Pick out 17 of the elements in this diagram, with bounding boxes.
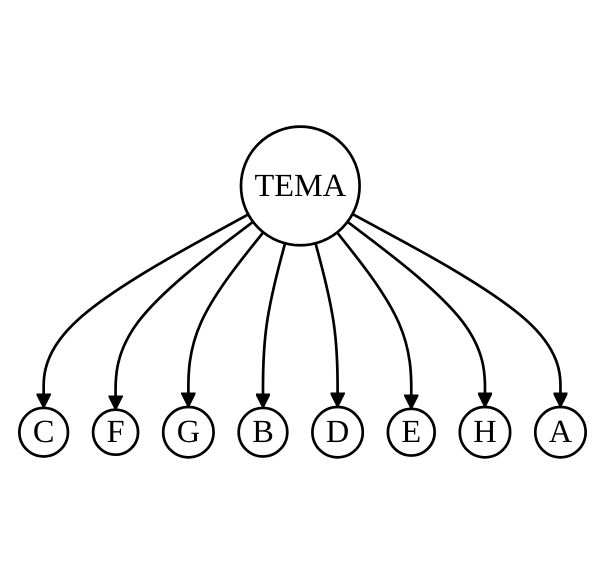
node-circle: H bbox=[458, 405, 512, 458]
arrow bbox=[314, 242, 346, 408]
node-circle: C bbox=[18, 406, 70, 458]
node-circle: F bbox=[92, 408, 140, 456]
node-circle: A bbox=[534, 405, 587, 458]
arrow bbox=[255, 242, 286, 408]
node-circle: B bbox=[237, 406, 289, 458]
arrow bbox=[180, 230, 264, 408]
node-circle: G bbox=[162, 405, 215, 458]
arrow bbox=[346, 220, 493, 408]
arrow bbox=[36, 212, 249, 408]
arrow bbox=[336, 231, 420, 410]
node-circle: D bbox=[311, 405, 364, 458]
node-circle: E bbox=[386, 406, 436, 456]
arrow bbox=[352, 212, 568, 408]
arrow bbox=[108, 220, 254, 410]
node-circle: TEMA bbox=[240, 124, 361, 246]
